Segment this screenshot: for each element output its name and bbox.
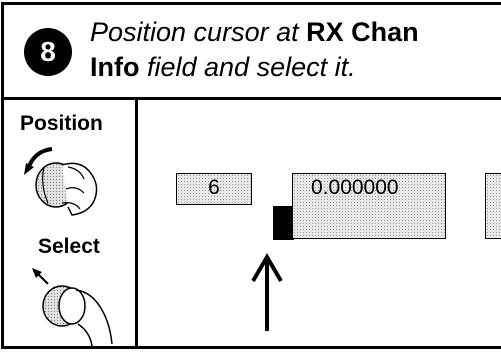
instruction-header: 8 Position cursor at RX Chan Info field …: [4, 5, 501, 100]
instruction-line-1-text: Position cursor at: [90, 17, 307, 47]
next-field[interactable]: [485, 173, 501, 239]
instruction-text: Position cursor at RX Chan Info field an…: [90, 15, 419, 85]
position-label: Position: [20, 112, 103, 135]
field-name-part-1: RX Chan: [306, 17, 419, 47]
up-arrow-icon: [251, 253, 283, 331]
knob-press-icon: [32, 268, 113, 347]
field-name-part-2: Info: [90, 52, 140, 82]
instruction-line-2-text: field and select it.: [139, 52, 356, 82]
controls-column: Position Select: [4, 100, 138, 349]
instruction-line-2: Info field and select it.: [90, 50, 419, 85]
screen-cursor: [273, 206, 294, 240]
select-label: Select: [38, 235, 100, 258]
knob-rotate-icon: [24, 147, 98, 216]
rx-chan-info-field[interactable]: 0.000000: [292, 173, 446, 239]
channel-number-field[interactable]: 6: [176, 173, 252, 205]
step-number-badge: 8: [24, 28, 72, 76]
instruction-line-1: Position cursor at RX Chan: [90, 15, 419, 50]
